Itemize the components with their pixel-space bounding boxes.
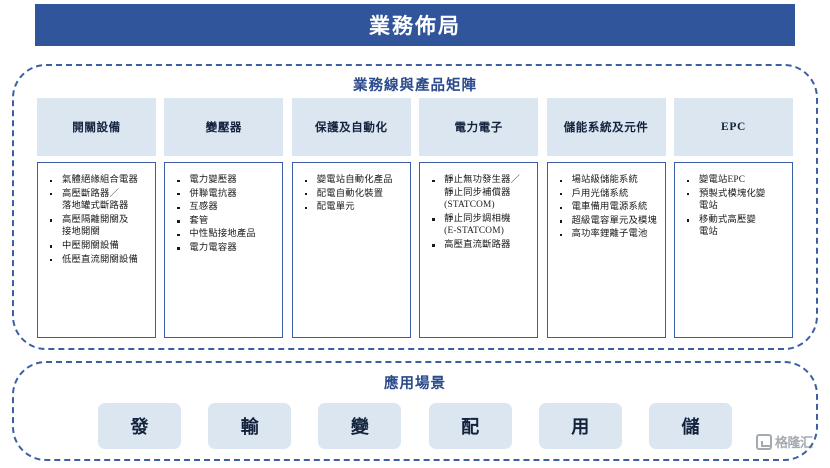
scenario-chip-transmission: 輸 xyxy=(208,403,292,449)
business-matrix-columns: 開關設備 氣體絕緣組合電器 高壓斷路器／ 落地罐式斷路器 高壓隔離開關及 接地開… xyxy=(37,98,793,338)
list-item: 高壓直流斷路器 xyxy=(426,239,531,252)
matrix-column-epc: EPC 變電站EPC 預製式模塊化變 電站 移動式高壓變 電站 xyxy=(673,98,793,338)
watermark: 格隆汇 xyxy=(756,432,813,451)
list-item: 併聯電抗器 xyxy=(171,188,276,201)
application-scenario-chips: 發 輸 變 配 用 儲 xyxy=(98,403,732,451)
scenario-chip-storage: 儲 xyxy=(648,403,732,449)
application-scenario-panel xyxy=(12,361,818,461)
column-header-switchgear: 開關設備 xyxy=(37,98,156,156)
product-list-epc: 變電站EPC 預製式模塊化變 電站 移動式高壓變 電站 xyxy=(681,174,786,239)
watermark-text: 格隆汇 xyxy=(775,435,813,450)
scenario-chip-label: 用 xyxy=(571,417,590,437)
list-item: 移動式高壓變 電站 xyxy=(681,214,786,239)
scenario-chip-transformation: 變 xyxy=(318,403,402,449)
list-item: 低壓直流開關設備 xyxy=(44,254,149,267)
scenario-chip-generation: 發 xyxy=(98,403,181,449)
page-title: 業務佈局 xyxy=(369,14,461,38)
column-header-label: 電力電子 xyxy=(454,122,503,134)
list-item: 配電單元 xyxy=(299,201,404,214)
product-list-protection-automation: 變電站自動化產品 配電自動化裝置 配電單元 xyxy=(299,174,404,214)
list-item: 互感器 xyxy=(171,201,276,214)
column-header-protection-automation: 保護及自動化 xyxy=(291,98,411,156)
column-body-transformer: 電力變壓器 併聯電抗器 互感器 套管 中性點接地產品 電力電容器 xyxy=(164,162,284,338)
scenario-chip-label: 變 xyxy=(350,417,369,437)
column-header-epc: EPC xyxy=(673,98,793,156)
column-body-epc: 變電站EPC 預製式模塊化變 電站 移動式高壓變 電站 xyxy=(673,162,793,338)
column-header-transformer: 變壓器 xyxy=(164,98,284,156)
business-matrix-panel xyxy=(12,64,818,350)
list-item: 變電站自動化產品 xyxy=(299,174,404,187)
product-list-power-electronics: 靜止無功發生器／ 靜止同步補償器 (STATCOM) 靜止同步調相機 (E-ST… xyxy=(426,174,531,252)
list-item: 電力電容器 xyxy=(171,242,276,255)
column-header-label: 保護及自動化 xyxy=(314,122,388,134)
application-scenario-heading: 應用場景 xyxy=(384,376,446,392)
scenario-chip-label: 輸 xyxy=(240,417,259,437)
matrix-column-protection-automation: 保護及自動化 變電站自動化產品 配電自動化裝置 配電單元 xyxy=(291,98,411,338)
matrix-column-switchgear: 開關設備 氣體絕緣組合電器 高壓斷路器／ 落地罐式斷路器 高壓隔離開關及 接地開… xyxy=(37,98,156,338)
scenario-chip-distribution: 配 xyxy=(428,403,512,449)
column-header-label: EPC xyxy=(721,121,746,133)
product-list-switchgear: 氣體絕緣組合電器 高壓斷路器／ 落地罐式斷路器 高壓隔離開關及 接地開關 中壓開… xyxy=(44,174,149,266)
matrix-column-energy-storage: 儲能系統及元件 場站級儲能系統 戶用光儲系統 電車備用電源系統 超級電容單元及模… xyxy=(546,98,666,338)
column-body-switchgear: 氣體絕緣組合電器 高壓斷路器／ 落地罐式斷路器 高壓隔離開關及 接地開關 中壓開… xyxy=(37,162,156,338)
list-item: 戶用光儲系統 xyxy=(554,188,659,201)
list-item: 中性點接地產品 xyxy=(171,228,276,241)
list-item: 高功率鋰離子電池 xyxy=(554,228,659,241)
product-list-transformer: 電力變壓器 併聯電抗器 互感器 套管 中性點接地產品 電力電容器 xyxy=(171,174,276,255)
column-header-label: 開關設備 xyxy=(72,122,121,134)
list-item: 預製式模塊化變 電站 xyxy=(681,188,786,213)
list-item: 電車備用電源系統 xyxy=(554,201,659,214)
column-header-label: 變壓器 xyxy=(205,122,243,134)
list-item: 中壓開關設備 xyxy=(44,240,149,253)
list-item: 靜止無功發生器／ 靜止同步補償器 (STATCOM) xyxy=(426,174,531,212)
gelonghui-logo-icon xyxy=(756,433,772,450)
product-list-energy-storage: 場站級儲能系統 戶用光儲系統 電車備用電源系統 超級電容單元及模塊 高功率鋰離子… xyxy=(554,174,659,241)
list-item: 場站級儲能系統 xyxy=(554,174,659,187)
column-header-power-electronics: 電力電子 xyxy=(419,98,539,156)
list-item: 超級電容單元及模塊 xyxy=(554,215,659,228)
scenario-chip-consumption: 用 xyxy=(538,403,622,449)
matrix-column-power-electronics: 電力電子 靜止無功發生器／ 靜止同步補償器 (STATCOM) 靜止同步調相機 … xyxy=(419,98,539,338)
column-header-energy-storage: 儲能系統及元件 xyxy=(546,98,666,156)
column-body-power-electronics: 靜止無功發生器／ 靜止同步補償器 (STATCOM) 靜止同步調相機 (E-ST… xyxy=(419,162,539,338)
list-item: 變電站EPC xyxy=(681,174,786,187)
list-item: 套管 xyxy=(171,215,276,228)
list-item: 高壓隔離開關及 接地開關 xyxy=(44,214,149,239)
list-item: 電力變壓器 xyxy=(171,174,276,187)
list-item: 靜止同步調相機 (E-STATCOM) xyxy=(426,213,531,238)
list-item: 配電自動化裝置 xyxy=(299,188,404,201)
scenario-chip-label: 配 xyxy=(461,417,480,437)
column-body-energy-storage: 場站級儲能系統 戶用光儲系統 電車備用電源系統 超級電容單元及模塊 高功率鋰離子… xyxy=(546,162,666,338)
scenario-chip-label: 儲 xyxy=(681,417,700,437)
matrix-column-transformer: 變壓器 電力變壓器 併聯電抗器 互感器 套管 中性點接地產品 電力電容器 xyxy=(164,98,284,338)
list-item: 氣體絕緣組合電器 xyxy=(44,174,149,187)
business-matrix-heading: 業務線與產品矩陣 xyxy=(353,78,477,94)
column-header-label: 儲能系統及元件 xyxy=(563,122,649,134)
list-item: 高壓斷路器／ 落地罐式斷路器 xyxy=(44,188,149,213)
scenario-chip-label: 發 xyxy=(130,417,149,437)
column-body-protection-automation: 變電站自動化產品 配電自動化裝置 配電單元 xyxy=(291,162,411,338)
page-title-bar: 業務佈局 xyxy=(35,4,795,46)
